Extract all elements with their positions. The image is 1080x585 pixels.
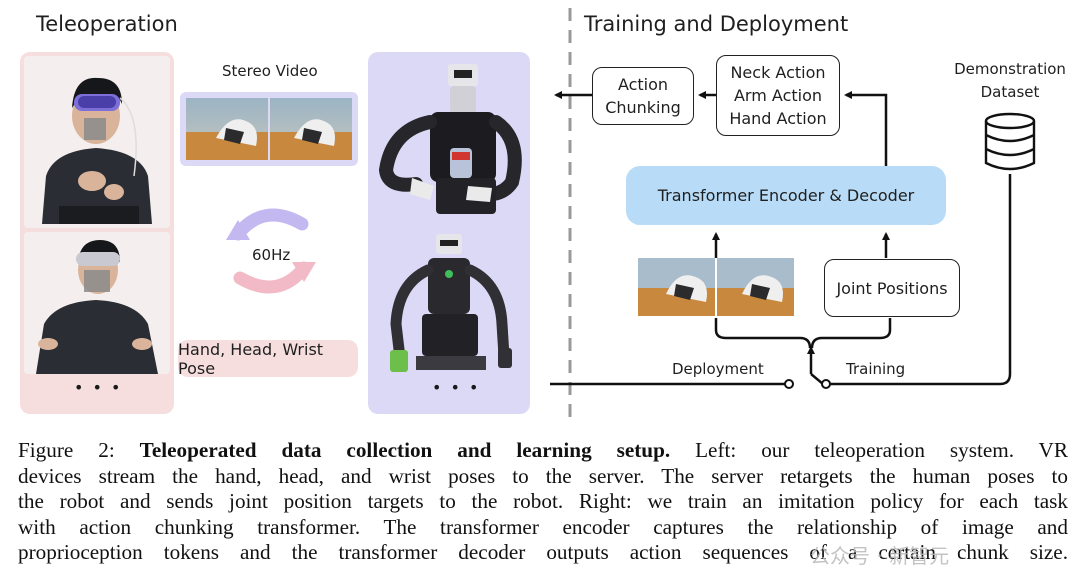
- stereo-video-label: Stereo Video: [222, 62, 318, 80]
- pose-label: Hand, Head, Wrist Pose: [178, 339, 324, 378]
- stereo-video-images: [186, 98, 352, 160]
- watermark: 公众号 · 新智元: [810, 544, 950, 568]
- caption-bold-title: Teleoperated data collection and learnin…: [139, 438, 671, 462]
- robot-ellipsis: • • •: [432, 378, 481, 397]
- caption-line-4: with action chunking transformer. The tr…: [18, 514, 1068, 539]
- sync-arrows-icon: [226, 208, 316, 294]
- transformer-encoder-decoder: Transformer Encoder & Decoder: [626, 166, 946, 225]
- joint-positions-box: Joint Positions: [824, 259, 960, 317]
- caption-figure-label: Figure 2:: [18, 438, 115, 462]
- deployment-label: Deployment: [672, 360, 764, 378]
- training-deployment-title: Training and Deployment: [584, 12, 849, 36]
- training-label: Training: [846, 360, 906, 378]
- hand-action-label: Hand Action: [729, 109, 827, 128]
- arm-action-label: Arm Action: [733, 86, 823, 105]
- dataset-label: Demonstration Dataset: [954, 60, 1066, 101]
- pose-label-box: Hand, Head, Wrist Pose: [178, 339, 358, 378]
- caption-line-3: the robot and sends joint position targe…: [18, 489, 1068, 513]
- caption-line-5: proprioception tokens and the transforme…: [18, 540, 1068, 564]
- rate-label: 60Hz: [252, 246, 291, 264]
- teleoperation-title: Teleoperation: [36, 12, 178, 36]
- operator-photo-bottom: [24, 232, 170, 374]
- encoder-label: Transformer Encoder & Decoder: [657, 186, 915, 205]
- figure-caption: Figure 2: Teleoperated data collection a…: [18, 438, 1068, 566]
- neck-action-label: Neck Action: [730, 63, 826, 82]
- database-icon: [984, 112, 1036, 171]
- section-divider: [568, 8, 572, 418]
- action-chunking-box: Action Chunking: [592, 67, 694, 125]
- robot-photo-top: [378, 64, 522, 214]
- joint-positions-label: Joint Positions: [836, 278, 948, 298]
- caption-line-1-rest: Left: our teleoperation system. VR: [670, 438, 1068, 462]
- actions-box: Neck Action Arm Action Hand Action: [716, 55, 840, 136]
- action-chunking-label: Action Chunking: [605, 75, 681, 117]
- camera-input-images: [638, 258, 794, 316]
- caption-line-2: devices stream the hand, head, and wrist…: [18, 463, 1068, 488]
- caption-line-1: Figure 2: Teleoperated data collection a…: [18, 438, 1068, 464]
- flow-connectors: [550, 91, 1012, 389]
- robot-photo-bottom: [390, 234, 512, 372]
- operator-photo-top: [24, 56, 170, 228]
- operator-ellipsis: • • •: [74, 378, 123, 397]
